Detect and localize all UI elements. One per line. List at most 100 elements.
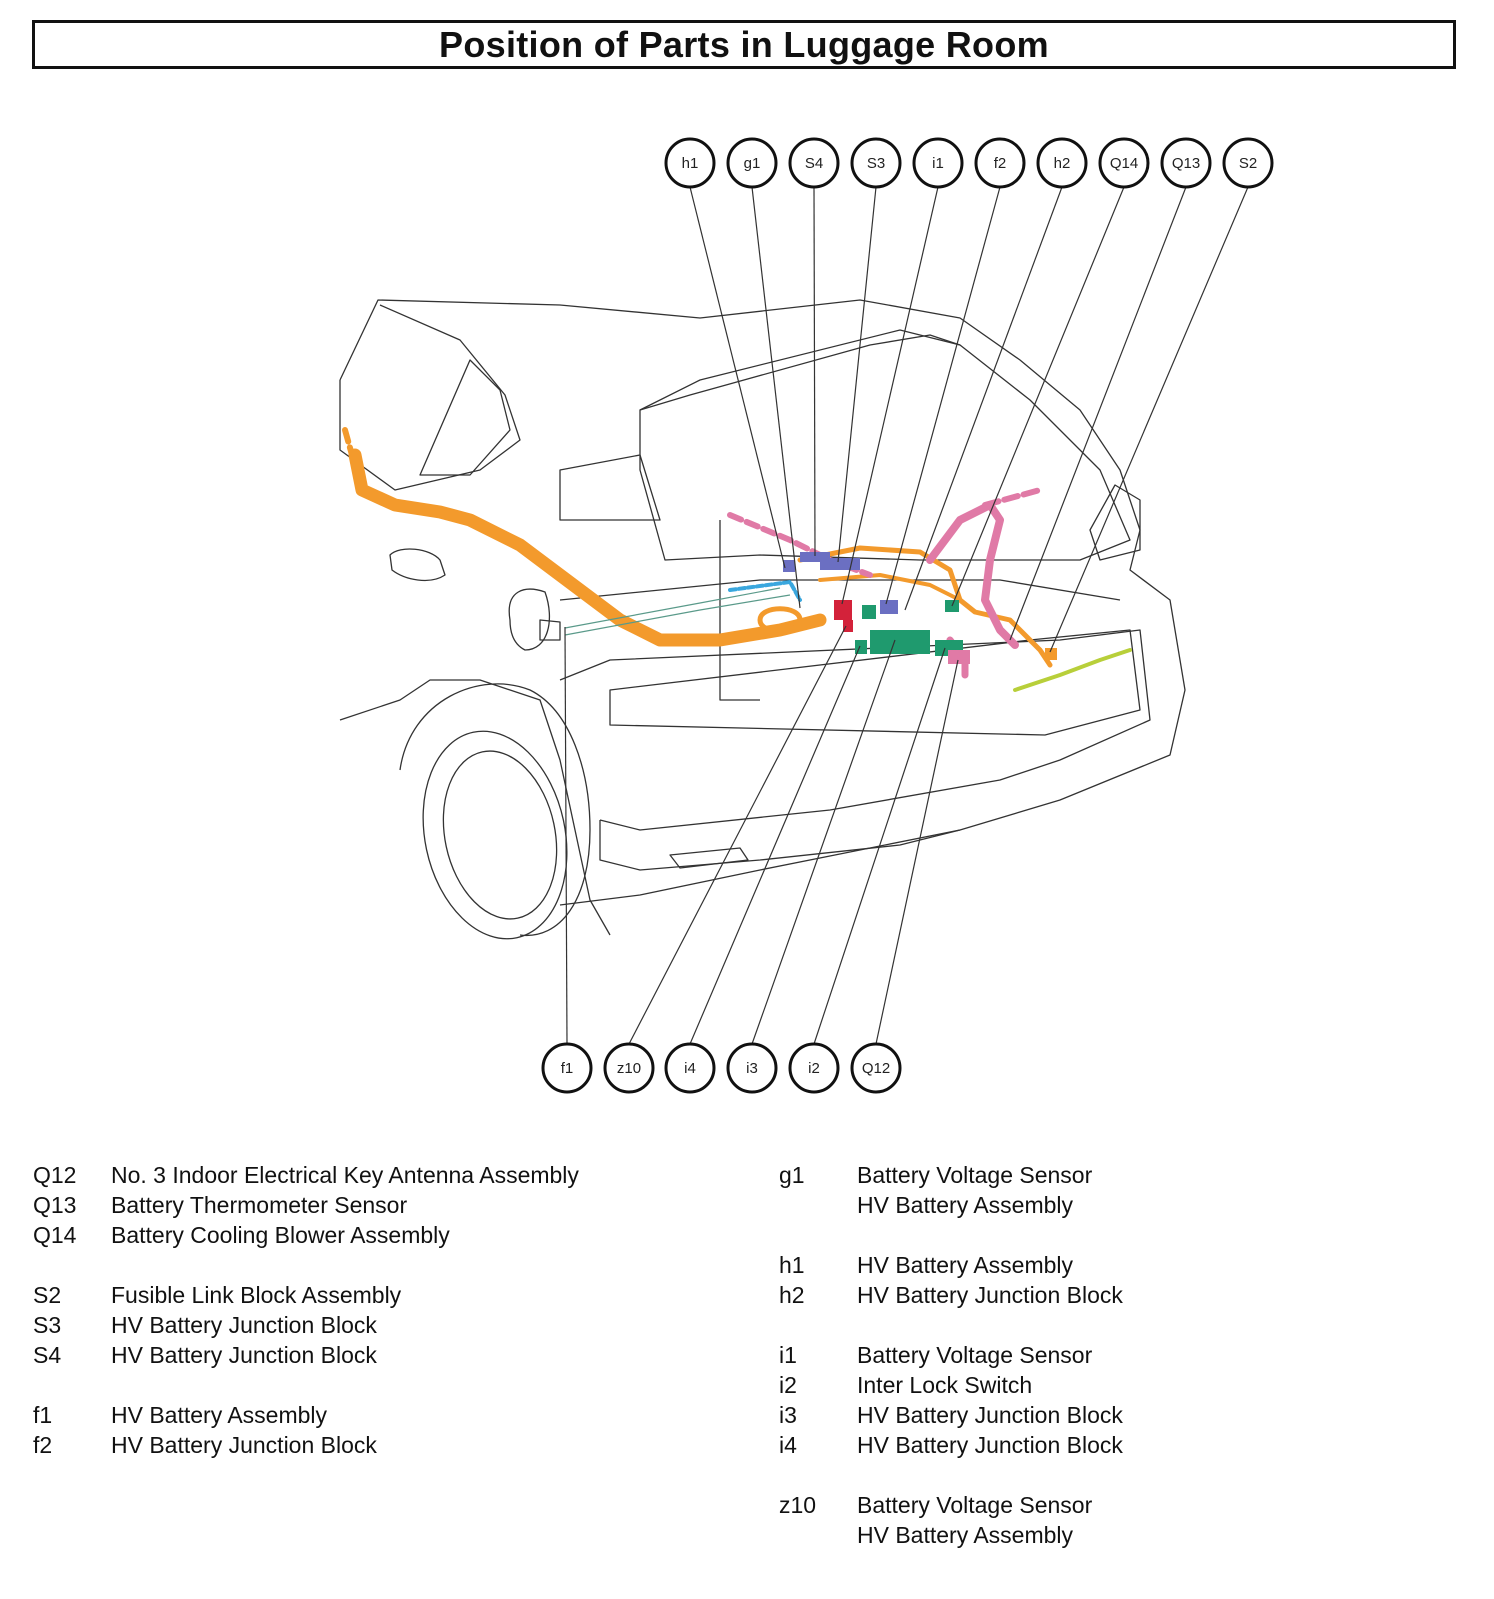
callout-circle — [726, 1042, 778, 1094]
page-title: Position of Parts in Luggage Room — [439, 23, 1049, 65]
harness-yellow-main — [1013, 648, 1132, 692]
callout-circle — [974, 137, 1026, 189]
connector-g1 — [862, 605, 876, 619]
legend-gap — [33, 1370, 579, 1400]
legend-row: h1 HV Battery Assembly — [779, 1250, 1123, 1280]
car-bumper-lower — [599, 820, 961, 871]
connector-q12 — [948, 650, 970, 664]
car-quarter-glass — [419, 359, 511, 476]
callout-s4: S4 — [788, 137, 840, 189]
legend-code: Q14 — [33, 1222, 77, 1248]
leader-line-i4 — [689, 645, 861, 1045]
car-door-handle — [389, 548, 446, 582]
legend-description: Battery Cooling Blower Assembly — [111, 1222, 450, 1248]
harness-blue — [728, 580, 802, 602]
car-mirror-bracket — [539, 619, 561, 641]
callout-label: Q13 — [1172, 155, 1200, 172]
legend-description: HV Battery Junction Block — [857, 1432, 1123, 1458]
leader-line-g1 — [751, 186, 801, 609]
callout-s3: S3 — [850, 137, 902, 189]
legend-code: i2 — [779, 1372, 797, 1398]
connector-f2 — [880, 600, 898, 614]
callout-label: i2 — [808, 1060, 820, 1077]
leader-line-s4 — [813, 186, 816, 557]
callout-circle — [1160, 137, 1212, 189]
leader-lines — [564, 186, 1249, 1045]
callout-circle — [1222, 137, 1274, 189]
connector-z10 — [843, 620, 853, 632]
legend-description: Battery Thermometer Sensor — [111, 1192, 408, 1218]
car-tire — [422, 730, 568, 940]
legend-row: i2 Inter Lock Switch — [779, 1370, 1123, 1400]
harness-pink-main — [926, 501, 1019, 649]
harness-orange-cross — [818, 573, 962, 602]
leader-line-z10 — [628, 625, 847, 1045]
legend-code: f1 — [33, 1402, 53, 1428]
callout-i2: i2 — [788, 1042, 840, 1094]
leader-line-s3 — [837, 186, 877, 563]
legend-gap — [779, 1460, 1123, 1490]
callout-circle — [1036, 137, 1088, 189]
car-side-window — [339, 304, 521, 491]
legend-row: Q12 No. 3 Indoor Electrical Key Antenna A… — [33, 1160, 579, 1190]
harness-orange-main — [348, 448, 827, 647]
harness-orange — [342, 427, 1053, 668]
car-hatch-line — [719, 520, 760, 701]
car-spoiler — [639, 334, 961, 411]
leader-line-s2 — [1049, 186, 1249, 653]
car-wheel — [399, 683, 591, 940]
connector-i4 — [855, 640, 867, 654]
legend-code: S3 — [33, 1312, 62, 1338]
callout-q14: Q14 — [1098, 137, 1150, 189]
legend-description: HV Battery Junction Block — [111, 1432, 377, 1458]
callout-label: h1 — [682, 155, 699, 172]
harness-thin-1 — [564, 594, 791, 636]
legend-description: HV Battery Assembly — [857, 1522, 1074, 1548]
callout-label: S3 — [867, 155, 885, 172]
legend-code: h1 — [779, 1252, 805, 1278]
legend-gap — [779, 1310, 1123, 1340]
callout-circle — [603, 1042, 655, 1094]
legend-description: HV Battery Assembly — [857, 1192, 1074, 1218]
legend-description: No. 3 Indoor Electrical Key Antenna Asse… — [111, 1162, 579, 1188]
callout-label: i1 — [932, 155, 944, 172]
legend-row: Q13 Battery Thermometer Sensor — [33, 1190, 579, 1220]
legend-description: HV Battery Assembly — [857, 1252, 1074, 1278]
legend-description: HV Battery Junction Block — [111, 1312, 377, 1338]
car-lower-body — [339, 679, 611, 936]
legend-code: Q12 — [33, 1162, 77, 1188]
harness-pink-upper — [982, 487, 1043, 508]
callout-circle — [788, 137, 840, 189]
legend-code: S4 — [33, 1342, 62, 1368]
legend-row: HV Battery Assembly — [779, 1520, 1123, 1550]
leader-line-i2 — [813, 647, 946, 1045]
car-reflector — [669, 847, 749, 869]
car-roof-line — [339, 299, 1186, 906]
callout-i3: i3 — [726, 1042, 778, 1094]
leader-line-q13 — [1009, 186, 1187, 641]
callout-label: i3 — [746, 1060, 758, 1077]
legend-left: Q12 No. 3 Indoor Electrical Key Antenna A… — [33, 1160, 579, 1460]
callout-circle — [1098, 137, 1150, 189]
legend-code: i1 — [779, 1342, 797, 1368]
legend-description: Battery Voltage Sensor — [857, 1342, 1093, 1368]
callout-label: f2 — [994, 155, 1007, 172]
legend-row: Q14 Battery Cooling Blower Assembly — [33, 1220, 579, 1250]
leader-line-i3 — [751, 639, 896, 1045]
legend-code: g1 — [779, 1162, 805, 1188]
legend-code: Q13 — [33, 1192, 77, 1218]
harness-blue-main — [728, 580, 802, 602]
callout-i4: i4 — [664, 1042, 716, 1094]
legend-description: Inter Lock Switch — [857, 1372, 1033, 1398]
harness-yellow — [1013, 648, 1132, 692]
legend-code: i3 — [779, 1402, 797, 1428]
callout-circle — [664, 137, 716, 189]
callout-circle — [788, 1042, 840, 1094]
connector-i3-block — [870, 630, 930, 654]
